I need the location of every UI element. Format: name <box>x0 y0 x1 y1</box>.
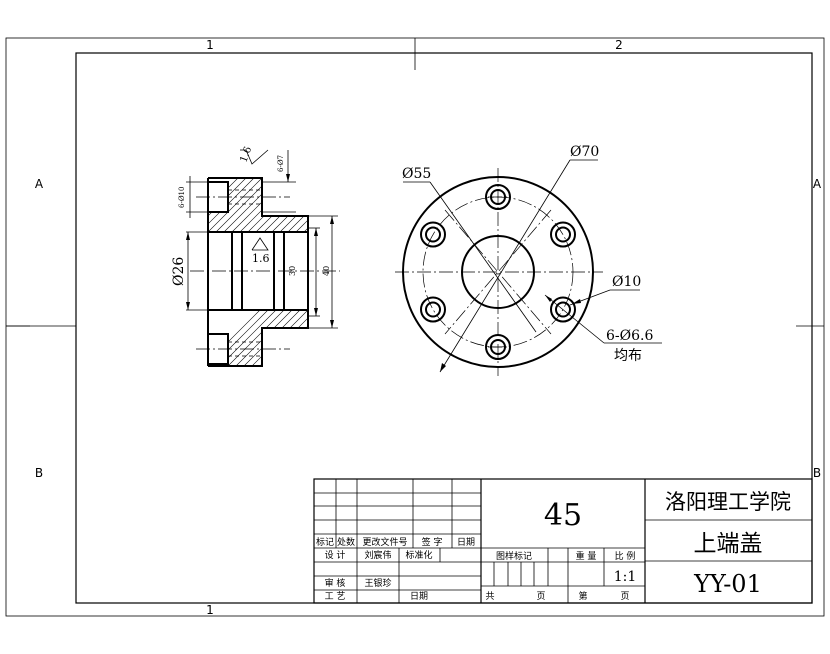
section-hatch-upper <box>208 178 308 232</box>
dim-outer: 40 <box>322 266 331 276</box>
zone-top-1: 1 <box>206 38 214 52</box>
dim-plan-outer: Ø70 <box>570 144 599 160</box>
section-hatch-lower <box>208 310 308 366</box>
school-name: 洛阳理工学院 <box>665 490 791 514</box>
zone-right-a: A <box>813 177 822 191</box>
label-signature: 签 字 <box>422 536 443 548</box>
label-marker: 标记 <box>316 536 334 548</box>
zone-top-2: 2 <box>615 38 623 52</box>
roughness-mid: 1.6 <box>252 252 270 265</box>
dim-bore: Ø26 <box>171 257 187 286</box>
material: 45 <box>544 498 582 533</box>
inner-border <box>75 52 813 604</box>
label-scale: 比 例 <box>615 550 636 562</box>
designer-name: 刘宸伟 <box>364 549 391 561</box>
dim-left-small: 6-Ø10 <box>178 187 186 208</box>
dim-top-right: 6-Ø7 <box>277 155 285 172</box>
zone-ticks <box>6 38 824 327</box>
plan-view <box>395 159 662 376</box>
dim-holes-note: 均布 <box>614 348 642 364</box>
drawing-number: YY-01 <box>693 570 762 598</box>
zone-bottom-1: 1 <box>206 603 214 617</box>
dim-counterbore: Ø10 <box>612 274 641 290</box>
label-design: 设 计 <box>325 549 346 561</box>
label-date-2: 日期 <box>410 591 428 602</box>
dim-inner: 30 <box>288 266 297 276</box>
label-count: 处数 <box>337 536 355 548</box>
scale-value: 1:1 <box>614 569 637 585</box>
dim-pcd: Ø55 <box>402 166 431 182</box>
section-view <box>186 149 340 367</box>
reviewer-name: 王银珍 <box>364 577 391 589</box>
label-total: 共 <box>485 591 494 602</box>
zone-left-a: A <box>35 177 44 191</box>
label-sheet: 第 <box>578 590 587 602</box>
label-page-2: 页 <box>620 591 629 602</box>
zone-right-b: B <box>813 466 821 480</box>
label-date: 日期 <box>457 537 475 548</box>
label-review: 审 核 <box>325 577 346 589</box>
label-standardize: 标准化 <box>405 549 432 561</box>
zone-left-b: B <box>35 466 43 480</box>
label-page: 页 <box>536 591 545 602</box>
outer-border <box>5 37 825 617</box>
label-change-doc: 更改文件号 <box>362 536 407 548</box>
label-stage-mark: 图样标记 <box>496 550 532 562</box>
label-weight: 重 量 <box>576 550 597 562</box>
part-name: 上端盖 <box>694 531 763 557</box>
label-process: 工 艺 <box>325 591 346 602</box>
title-block <box>313 478 813 604</box>
roughness-top: 1.6 <box>238 145 254 164</box>
dim-holes: 6-Ø6.6 <box>606 328 653 344</box>
